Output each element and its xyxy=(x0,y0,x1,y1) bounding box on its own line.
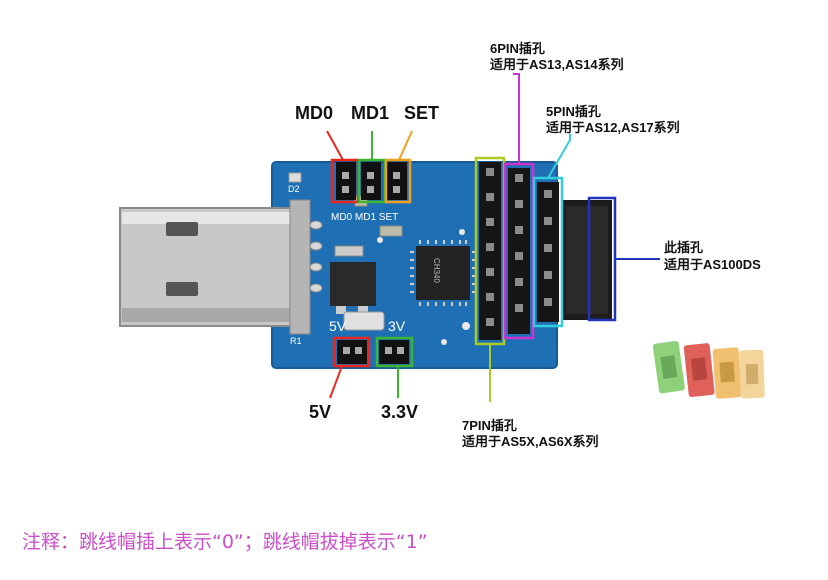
pin6-desc: 适用于AS13,AS14系列 xyxy=(490,57,624,72)
label-md1: MD1 xyxy=(351,103,390,123)
jumper-note: 注释：跳线帽插上表示“0”；跳线帽拔掉表示“1” xyxy=(22,531,428,553)
pin6-header xyxy=(508,168,530,334)
v5-highlight xyxy=(332,336,371,368)
jumper-caps xyxy=(652,340,765,399)
pin5-header xyxy=(537,182,559,322)
ch340-chip xyxy=(410,240,476,306)
label-5v: 5V xyxy=(309,402,332,422)
silk-md-row: MD0 MD1 SET xyxy=(331,212,399,223)
voltage-jumper xyxy=(337,340,409,364)
silk-3v: 3V xyxy=(388,318,406,334)
pin5-desc: 适用于AS12,AS17系列 xyxy=(546,120,680,135)
pin7-header xyxy=(479,162,501,340)
socket-desc: 适用于AS100DS xyxy=(664,257,761,272)
md-header xyxy=(336,162,407,200)
label-set: SET xyxy=(404,103,440,123)
pin5-title: 5PIN插孔 xyxy=(546,104,601,119)
pin6-title: 6PIN插孔 xyxy=(490,41,545,56)
set-highlight xyxy=(384,158,412,204)
v33-highlight xyxy=(375,336,414,368)
socket-title: 此插孔 xyxy=(664,240,704,255)
label-3v3: 3.3V xyxy=(381,402,419,422)
pin7-title: 7PIN插孔 xyxy=(462,418,517,433)
silk-5v: 5V xyxy=(329,318,347,334)
chip-marking: CH340 xyxy=(431,258,441,283)
label-md0: MD0 xyxy=(295,103,334,123)
silk-d2: D2 xyxy=(288,184,300,194)
usb-plug xyxy=(119,199,311,335)
voltage-regulator xyxy=(330,262,376,306)
silk-r1: R1 xyxy=(290,336,302,346)
as100ds-socket xyxy=(562,200,612,320)
pin7-desc: 适用于AS5X,AS6X系列 xyxy=(462,434,599,449)
